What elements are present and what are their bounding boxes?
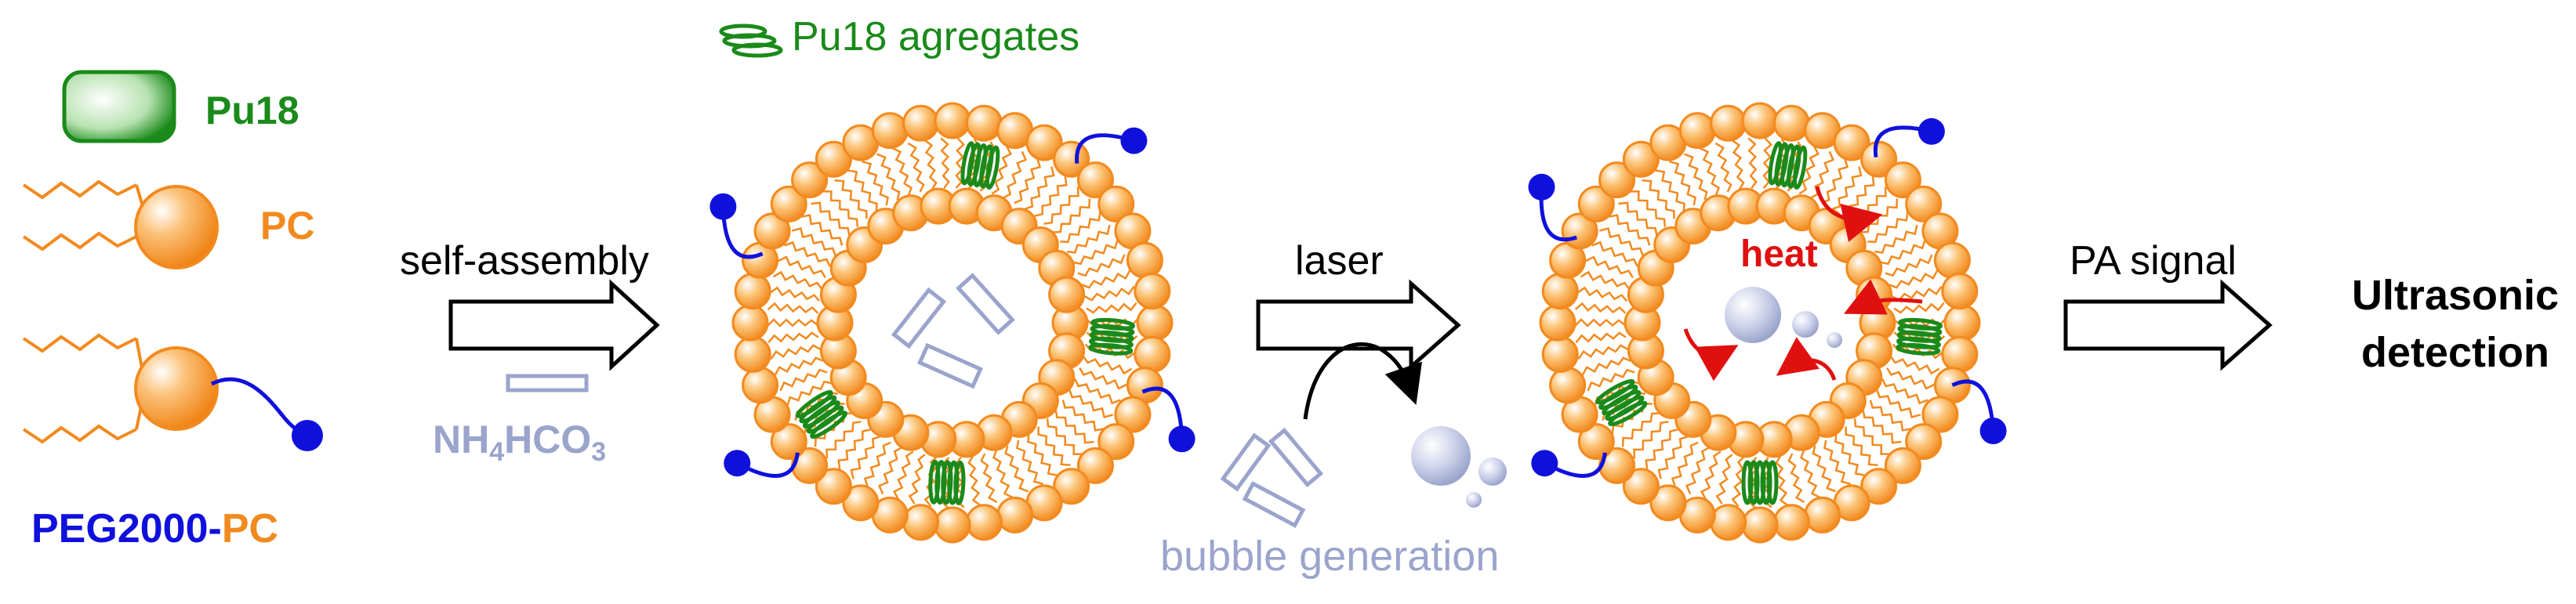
lipid-bead-shell — [816, 187, 1089, 458]
laser-label: laser — [1295, 238, 1384, 284]
pu18-membrane-aggregates — [795, 141, 1135, 505]
legend: Pu18 PC PEG2000-PC — [22, 70, 323, 552]
peg-chains — [1528, 118, 2007, 478]
nh4hco3-label: NH4HCO3 — [433, 418, 606, 467]
pu18-membrane-aggregates — [1595, 141, 1943, 505]
bubbles — [1411, 426, 1507, 508]
heat-arrows — [1683, 186, 1923, 382]
self-assembly-arrow — [448, 279, 660, 371]
pu18-icon — [62, 70, 176, 143]
lipid-bead-shell — [1539, 102, 1981, 544]
laser-arrow — [1256, 279, 1461, 371]
step-self-assembly: self-assembly NH4HCO3 — [400, 238, 660, 467]
peg-suffix: PC — [222, 506, 278, 552]
pc-label: PC — [260, 204, 314, 248]
liposome-2: heat — [1528, 102, 2007, 544]
peg-pc-label: PEG2000-PC — [31, 506, 278, 552]
peg-prefix: PEG2000- — [31, 506, 222, 552]
pa-signal-label: PA signal — [2070, 238, 2237, 284]
liposome-1: Pu18 agregates — [709, 14, 1195, 544]
self-assembly-label: self-assembly — [400, 238, 649, 284]
ultrasonic-label: Ultrasonic — [2352, 272, 2559, 319]
encapsulated-crystals — [891, 273, 1015, 389]
internal-bubbles — [1725, 287, 1842, 348]
bubble-transform-arrow — [1303, 342, 1422, 420]
pa-signal-arrow — [2063, 279, 2273, 371]
bubble-generation-label: bubble generation — [1160, 533, 1499, 580]
pu18-aggregates-legend-icon — [719, 24, 783, 58]
peg-chains — [709, 127, 1195, 478]
pc-lipid-icon — [22, 179, 219, 269]
lipid-tails — [767, 137, 1138, 508]
heat-label: heat — [1740, 233, 1818, 275]
bubble-generation-crystals — [1220, 427, 1324, 528]
detection-label: detection — [2361, 329, 2549, 376]
lipid-bead-shell — [731, 102, 1174, 544]
step-pa-signal: PA signal Ultrasonic detection — [2063, 238, 2559, 376]
peg-pc-lipid-icon — [22, 333, 323, 451]
pu18-aggregates-label: Pu18 agregates — [792, 14, 1079, 60]
nh4hco3-crystal-icon — [506, 374, 589, 392]
pu18-label: Pu18 — [205, 89, 299, 132]
step-laser: laser bubble generation — [1160, 238, 1507, 580]
